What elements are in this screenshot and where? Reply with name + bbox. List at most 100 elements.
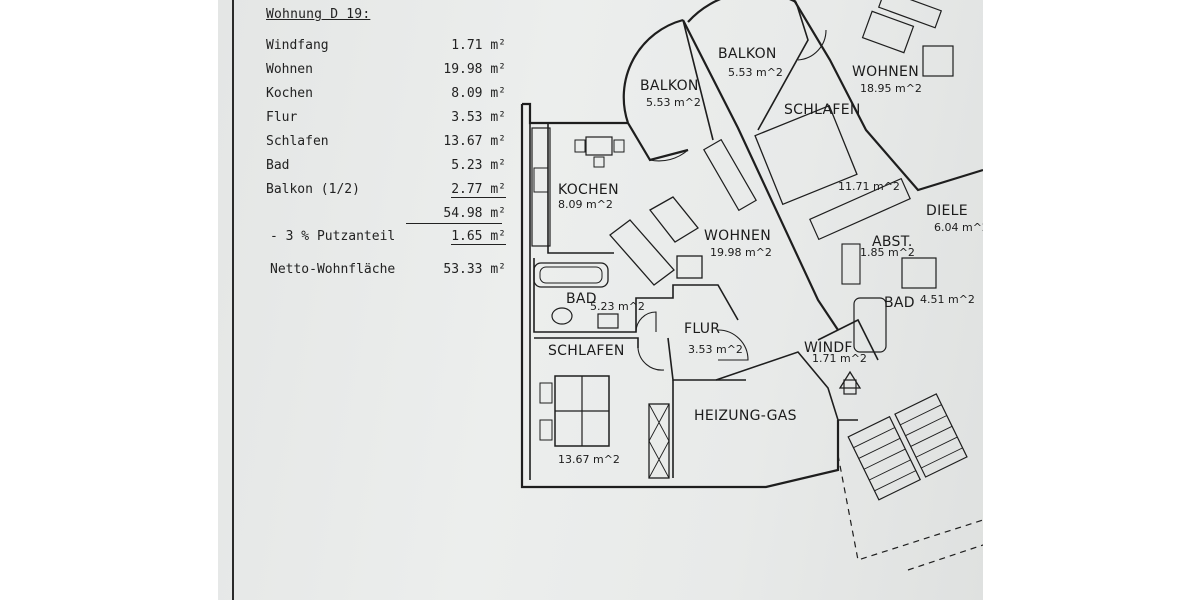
neighbor-room-label: BALKON <box>718 46 777 62</box>
area-label: Bad <box>266 158 290 173</box>
bathtub-inner <box>539 266 603 284</box>
neighbor-room-label: ABST. <box>872 234 913 250</box>
stove <box>533 167 549 193</box>
area-row: Bad 5.23 m² <box>266 158 506 178</box>
balcony-divider <box>682 19 714 141</box>
neighbor-wardrobe <box>703 138 757 212</box>
wardrobe <box>648 403 670 479</box>
room-area: 8.09 m^2 <box>558 198 613 211</box>
neighbor-room-label: BAD <box>884 295 915 311</box>
outer-wall <box>793 0 983 192</box>
neighbor-room-area: 18.95 m^2 <box>860 82 922 95</box>
area-row: Flur 3.53 m² <box>266 110 506 130</box>
room-label: HEIZUNG-GAS <box>694 408 797 424</box>
room-label: WINDF <box>804 340 853 356</box>
room-label: BALKON <box>640 78 699 94</box>
area-row: Schlafen 13.67 m² <box>266 134 506 154</box>
neighbor-wardrobe <box>809 177 911 241</box>
kitchen-counter <box>531 127 551 247</box>
balcony-outline <box>687 0 797 23</box>
door-swing <box>797 29 827 61</box>
area-value: 13.67 m² <box>443 134 506 149</box>
nightstand <box>539 419 553 441</box>
room-area: 19.98 m^2 <box>710 246 772 259</box>
inner-wall <box>534 337 639 348</box>
room-area: 1.71 m^2 <box>812 352 867 365</box>
room-label: SCHLAFEN <box>548 343 625 359</box>
dining-table <box>585 136 613 156</box>
outer-wall <box>520 104 840 489</box>
toilet <box>551 307 573 325</box>
chair <box>593 156 605 168</box>
outer-wall <box>627 122 689 162</box>
area-label: Kochen <box>266 86 313 101</box>
net-area-value: 53.33 m² <box>443 262 506 277</box>
area-label: Schlafen <box>266 134 329 149</box>
area-label: Wohnen <box>266 62 313 77</box>
door-swing <box>635 311 657 333</box>
area-label: Balkon (1/2) <box>266 182 360 197</box>
door-swing <box>717 329 749 361</box>
neighbor-room-area: 4.51 m^2 <box>920 293 975 306</box>
area-label: Flur <box>266 110 298 125</box>
area-value: 5.23 m² <box>451 158 506 173</box>
room-label: KOCHEN <box>558 182 619 198</box>
stairwell-outline <box>837 454 983 561</box>
nightstand <box>539 382 553 404</box>
balcony-outline <box>622 18 684 124</box>
outer-wall <box>522 102 628 125</box>
chair <box>574 139 586 153</box>
deduction-row: - 3 % Putzanteil 1.65 m² <box>266 229 506 249</box>
neighbor-closet <box>841 243 861 285</box>
room-area: 3.53 m^2 <box>688 343 743 356</box>
sofa <box>609 219 675 286</box>
coffee-table <box>649 196 699 243</box>
neighbor-room-label: DIELE <box>926 203 968 219</box>
table-rule <box>406 223 502 224</box>
neighbor-room-area: 6.04 m^2 <box>934 221 983 234</box>
neighbor-room-area: 5.53 m^2 <box>728 66 783 79</box>
subtotal-value: 54.98 m² <box>443 206 506 221</box>
inner-wall <box>533 258 739 333</box>
area-row: Kochen 8.09 m² <box>266 86 506 106</box>
door-swing <box>637 347 665 371</box>
door-swing <box>649 149 689 162</box>
room-label: BAD <box>566 291 597 307</box>
area-value: 3.53 m² <box>451 110 506 125</box>
inner-wall <box>817 318 879 361</box>
neighbor-room-area: 1.85 m^2 <box>860 246 915 259</box>
neighbor-bathtub <box>853 297 887 353</box>
subtotal-row: 54.98 m² <box>266 206 506 226</box>
room-area: 5.53 m^2 <box>646 96 701 109</box>
floor-plan-drawing: BALKON 5.53 m^2 KOCHEN 8.09 m^2 WOHNEN 1… <box>520 0 983 571</box>
inner-wall <box>715 351 858 421</box>
neighbor-room-label: SCHLAFEN <box>784 102 861 118</box>
area-value: 2.77 m² <box>451 182 506 198</box>
room-area: 5.23 m^2 <box>590 300 645 313</box>
staircase <box>847 393 968 501</box>
neighbor-sofa <box>877 0 943 29</box>
neighbor-sofa <box>861 10 915 54</box>
area-value: 1.71 m² <box>451 38 506 53</box>
neighbor-sink <box>901 257 937 289</box>
sink <box>597 313 619 329</box>
area-row: Wohnen 19.98 m² <box>266 62 506 82</box>
chair <box>613 139 625 153</box>
area-row: Balkon (1/2) 2.77 m² <box>266 182 506 202</box>
neighbor-bed <box>754 104 858 206</box>
room-area: 13.67 m^2 <box>558 453 620 466</box>
floor-plan-sheet: Wohnung D 19: Windfang 1.71 m² Wohnen 19… <box>218 0 983 600</box>
room-label: WOHNEN <box>704 228 771 244</box>
margin-line <box>232 0 234 600</box>
outer-wall <box>682 19 839 331</box>
area-row: Windfang 1.71 m² <box>266 38 506 58</box>
neighbor-room-area: 11.71 m^2 <box>838 180 900 193</box>
area-label: Windfang <box>266 38 329 53</box>
room-label: FLUR <box>684 321 720 337</box>
apartment-title: Wohnung D 19: <box>266 7 371 22</box>
deduction-label: - 3 % Putzanteil <box>270 229 396 244</box>
area-value: 19.98 m² <box>443 62 506 77</box>
net-area-row: Netto-Wohnfläche 53.33 m² <box>266 262 506 282</box>
neighbor-armchair <box>922 45 954 77</box>
armchair <box>676 255 703 279</box>
